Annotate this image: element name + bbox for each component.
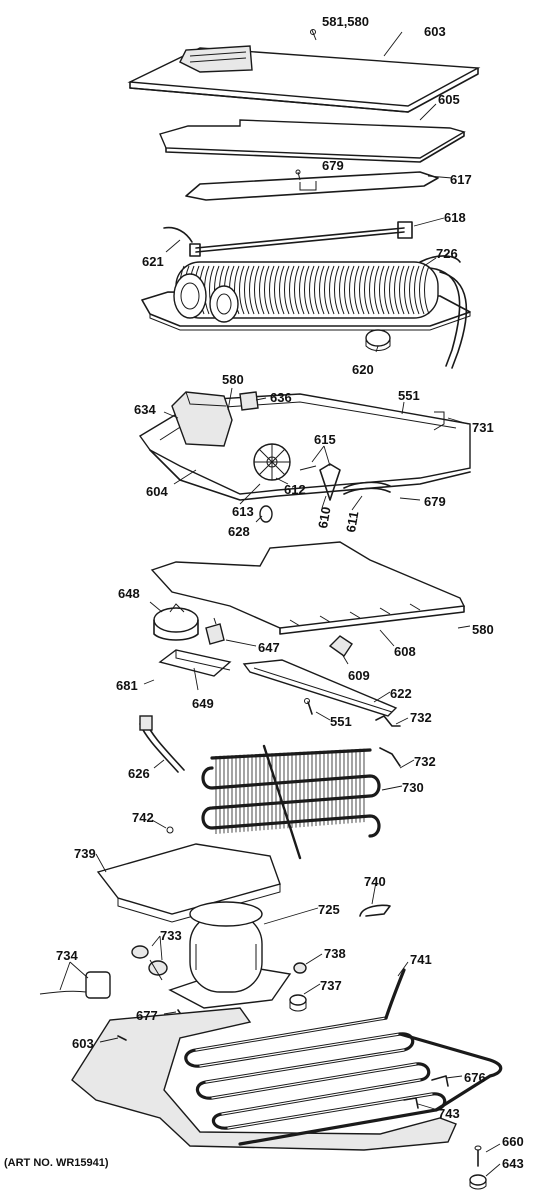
label-581-580: 581,580: [322, 14, 369, 29]
switch-647: [205, 617, 225, 645]
compressor: [168, 901, 292, 1009]
capacitor-734: [39, 971, 111, 999]
label-611: 611: [343, 510, 361, 533]
label-612: 612: [284, 482, 306, 497]
label-643: 643: [502, 1156, 524, 1171]
label-617: 617: [450, 172, 472, 187]
label-743: 743: [438, 1106, 460, 1121]
top-cover-panel: [127, 29, 481, 113]
grommet-737: [289, 994, 307, 1012]
label-636: 636: [270, 390, 292, 405]
screw-660: [474, 1145, 482, 1167]
label-725: 725: [318, 902, 340, 917]
label-618: 618: [444, 210, 466, 225]
label-634: 634: [134, 402, 156, 417]
defrost-heater-rod: [163, 221, 413, 257]
label-622: 622: [390, 686, 412, 701]
screw-603-bottom: [117, 1035, 127, 1041]
label-737: 737: [320, 978, 342, 993]
label-741: 741: [410, 952, 432, 967]
clip-740: [359, 904, 391, 917]
screw-551-lower: [304, 698, 313, 715]
label-726: 726: [436, 246, 458, 261]
art-number-caption: (ART NO. WR15941): [4, 1157, 109, 1169]
label-732-a: 732: [410, 710, 432, 725]
drain-heater-coil: [184, 968, 503, 1146]
label-681: 681: [116, 678, 138, 693]
fan-base-plate: [150, 541, 466, 635]
label-679-mid: 679: [424, 494, 446, 509]
cord-626: [139, 715, 185, 773]
fan-motor: [153, 603, 199, 641]
thermostat-620: [365, 329, 391, 351]
insulation-panel: [159, 119, 466, 163]
label-603-bottom: 603: [72, 1036, 94, 1051]
relay-733: [131, 945, 168, 981]
label-605: 605: [438, 92, 460, 107]
label-621: 621: [142, 254, 164, 269]
part-labels: 581,580 603 605 679 617 618 621 726 620 …: [4, 14, 524, 1171]
drain-pan: [96, 843, 281, 923]
mounting-bracket: [185, 169, 439, 201]
clip-609: [328, 635, 353, 657]
label-648: 648: [118, 586, 140, 601]
bracket-732-a: [375, 715, 401, 727]
label-608: 608: [394, 644, 416, 659]
label-603-top: 603: [424, 24, 446, 39]
label-740: 740: [364, 874, 386, 889]
label-610: 610: [315, 505, 334, 529]
label-660: 660: [502, 1134, 524, 1149]
label-677: 677: [136, 1008, 158, 1023]
label-733: 733: [160, 928, 182, 943]
label-738: 738: [324, 946, 346, 961]
label-676: 676: [464, 1070, 486, 1085]
label-551-bottom: 551: [330, 714, 352, 729]
leveling-foot-643: [469, 1174, 487, 1190]
leader-lines: [59, 31, 501, 1177]
label-580-mid: 580: [222, 372, 244, 387]
label-734: 734: [56, 948, 78, 963]
label-604: 604: [146, 484, 168, 499]
drain-trough: [242, 659, 398, 717]
clip-676: [431, 1075, 449, 1087]
label-731: 731: [472, 420, 494, 435]
base-pan: [71, 1007, 457, 1151]
label-739: 739: [74, 846, 96, 861]
label-647: 647: [258, 640, 280, 655]
label-620: 620: [352, 362, 374, 377]
condenser-coil: [201, 744, 401, 860]
label-742: 742: [132, 810, 154, 825]
label-679-top: 679: [322, 158, 344, 173]
label-613: 613: [232, 504, 254, 519]
label-551-top: 551: [398, 388, 420, 403]
label-609: 609: [348, 668, 370, 683]
clip-743: [403, 1097, 419, 1109]
label-730: 730: [402, 780, 424, 795]
grommet-738: [293, 962, 307, 974]
evaporator-coil: [141, 255, 471, 369]
label-649: 649: [192, 696, 214, 711]
label-628: 628: [228, 524, 250, 539]
part-742: [166, 826, 174, 834]
label-580-right: 580: [472, 622, 494, 637]
fan-housing-tray: [138, 391, 471, 523]
label-626: 626: [128, 766, 150, 781]
label-732-b: 732: [414, 754, 436, 769]
bracket-649: [158, 649, 232, 677]
label-615: 615: [314, 432, 336, 447]
